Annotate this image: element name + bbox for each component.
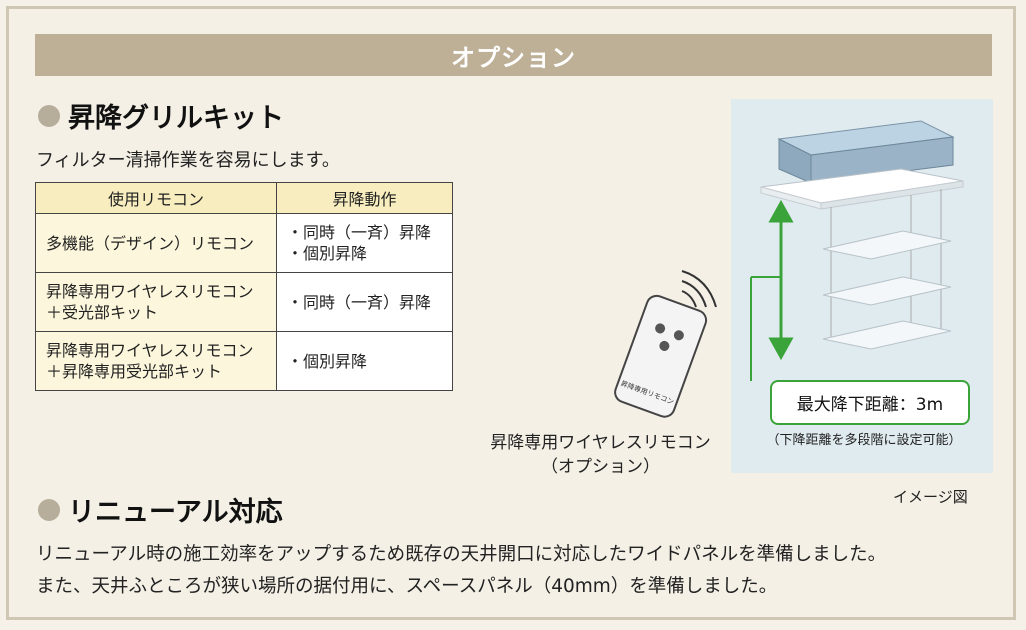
distance-note: （下降距離を多段階に設定可能） <box>766 433 962 448</box>
cell-text: ＋昇降専用受光部キット <box>46 362 223 381</box>
table-row: 昇降専用ワイヤレスリモコン ＋昇降専用受光部キット ・個別昇降 <box>35 331 453 391</box>
signal-waves-icon <box>681 270 717 308</box>
cell-text: ・同時（一斉）昇降 <box>287 223 432 242</box>
bullet-circle-icon <box>38 498 60 521</box>
lift-grille-stack <box>822 230 952 350</box>
table-header: 使用リモコン <box>35 182 277 214</box>
remote-body <box>614 294 708 418</box>
wireless-remote-illustration: 昇降専用リモコン <box>614 270 717 418</box>
cell-text: 昇降専用ワイヤレスリモコン <box>46 282 254 301</box>
remote-spec-table: 使用リモコン 昇降動作 多機能（デザイン）リモコン ・同時（一斉）昇降 ・個別昇… <box>35 182 453 391</box>
remote-caption: 昇降専用ワイヤレスリモコン （オプション） <box>478 431 723 479</box>
max-distance-label: 最大降下距離：3m <box>770 380 970 425</box>
cell-text: ・同時（一斉）昇降 <box>287 292 432 312</box>
section-heading-lift-grille: 昇降グリルキット <box>38 96 284 135</box>
cell-text: 多機能（デザイン）リモコン <box>46 233 255 253</box>
table-cell-action: ・同時（一斉）昇降 <box>276 272 453 332</box>
table-header: 昇降動作 <box>276 182 453 214</box>
paragraph-line: リニューアル時の施工効率をアップするため既存の天井開口に対応したワイドパネルを準… <box>36 544 887 565</box>
renewal-paragraph: リニューアル時の施工効率をアップするため既存の天井開口に対応したワイドパネルを準… <box>36 539 886 603</box>
cell-text: 昇降専用ワイヤレスリモコン <box>46 341 254 360</box>
paragraph-line: また、天井ふところが狭い場所の据付用に、スペースパネル（40mm）を準備しました… <box>36 576 778 597</box>
table-row: 昇降専用ワイヤレスリモコン ＋受光部キット ・同時（一斉）昇降 <box>35 272 453 332</box>
section-heading-renewal: リニューアル対応 <box>38 490 283 529</box>
max-distance-text: 最大降下距離：3m <box>796 395 944 415</box>
ceiling-unit-drawing <box>750 120 964 381</box>
lift-distance-arrow <box>750 199 794 381</box>
section-title: 昇降グリルキット <box>68 103 284 134</box>
section-description: フィルター清掃作業を容易にします。 <box>36 150 340 171</box>
bullet-circle-icon <box>38 104 60 127</box>
caption-line: （オプション） <box>541 457 660 477</box>
unit-side <box>810 136 954 184</box>
cell-text: ・個別昇降 <box>287 351 368 371</box>
table-cell-remote: 昇降専用ワイヤレスリモコン ＋昇降専用受光部キット <box>35 331 277 391</box>
image-note: イメージ図 <box>893 488 968 506</box>
caption-line: 昇降専用ワイヤレスリモコン <box>490 433 711 453</box>
table-cell-remote: 多機能（デザイン）リモコン <box>35 213 277 273</box>
cell-text: ＋受光部キット <box>46 303 159 322</box>
table-cell-remote: 昇降専用ワイヤレスリモコン ＋受光部キット <box>35 272 277 332</box>
table-cell-action: ・個別昇降 <box>276 331 453 391</box>
options-banner: オプション <box>35 34 992 76</box>
table-cell-action: ・同時（一斉）昇降 ・個別昇降 <box>276 213 453 273</box>
cell-text: ・個別昇降 <box>287 244 368 263</box>
table-header-row: 使用リモコン 昇降動作 <box>35 182 453 214</box>
section-title: リニューアル対応 <box>68 497 283 528</box>
banner-title: オプション <box>451 43 576 72</box>
table-row: 多機能（デザイン）リモコン ・同時（一斉）昇降 ・個別昇降 <box>35 213 453 273</box>
